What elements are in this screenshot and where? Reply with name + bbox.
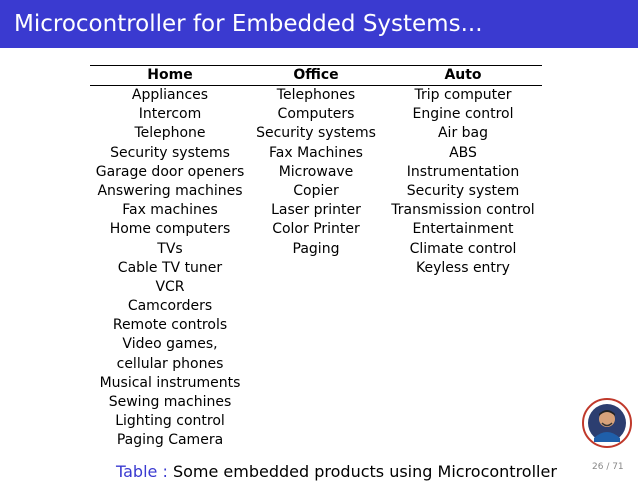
column-header-office: Office	[293, 67, 339, 83]
table-cell-auto: Trip computer	[414, 87, 512, 103]
table-cell-home: Sewing machines	[108, 394, 232, 410]
table-cell-home: Intercom	[138, 106, 202, 123]
table-cell-home: Cable TV tuner	[117, 259, 223, 276]
table-cell-auto: Engine control	[412, 106, 514, 123]
table-cell-home: Paging Camera	[116, 432, 224, 449]
table-cell-auto: Entertainment	[412, 221, 514, 238]
table-cell-home: Video games,	[122, 336, 218, 353]
table-cell-auto: Security system	[406, 182, 520, 199]
table-cell-home: Home computers	[109, 221, 231, 238]
author-logo	[582, 398, 632, 448]
table-cell-home: Security systems	[110, 144, 230, 161]
table-cell-office: Telephones	[276, 87, 356, 103]
slide-title: Microcontroller for Embedded Systems...	[14, 11, 483, 37]
table-cell-home: Camcorders	[127, 298, 213, 315]
table-cell-home: Musical instruments	[99, 374, 241, 391]
column-header-auto: Auto	[444, 67, 482, 83]
table-cell-office: Copier	[293, 182, 339, 199]
table-cell-home: Remote controls	[112, 317, 228, 334]
table-cell-office: Paging	[292, 240, 340, 257]
column-header-home: Home	[147, 67, 193, 83]
table-cell-auto: Instrumentation	[406, 163, 520, 180]
table-cell-auto: Transmission control	[391, 202, 535, 219]
table-cell-home: Fax machines	[122, 202, 218, 219]
caption-text: Some embedded products using Microcontro…	[172, 462, 557, 481]
table-cell-auto: ABS	[449, 144, 477, 161]
table-cell-home: Appliances	[131, 87, 209, 103]
table-cell-home: TVs	[157, 240, 183, 257]
table-cell-office: Fax Machines	[269, 144, 363, 161]
page-number: 26 / 71	[592, 462, 624, 472]
table-cell-auto: Climate control	[409, 240, 517, 257]
table-cell-home: Answering machines	[97, 182, 243, 199]
table-cell-auto: Air bag	[437, 125, 489, 142]
table-header-rule	[90, 85, 542, 86]
table-cell-office: Laser printer	[271, 202, 361, 219]
table-cell-auto: Keyless entry	[416, 259, 510, 276]
table-caption: Table : Some embedded products using Mic…	[116, 462, 557, 482]
table-cell-office: Security systems	[256, 125, 376, 142]
table-cell-home: Lighting control	[115, 413, 225, 430]
table-cell-office: Microwave	[278, 163, 354, 180]
table-cell-home: VCR	[155, 278, 185, 295]
table-cell-office: Computers	[277, 106, 355, 123]
table-cell-home: cellular phones	[116, 355, 224, 372]
title-bar: Microcontroller for Embedded Systems...	[0, 0, 638, 48]
caption-label: Table :	[116, 462, 168, 481]
table-cell-home: Telephone	[134, 125, 206, 142]
table-cell-office: Color Printer	[272, 221, 360, 238]
table-cell-home: Garage door openers	[95, 163, 245, 180]
table-top-rule	[90, 65, 542, 66]
